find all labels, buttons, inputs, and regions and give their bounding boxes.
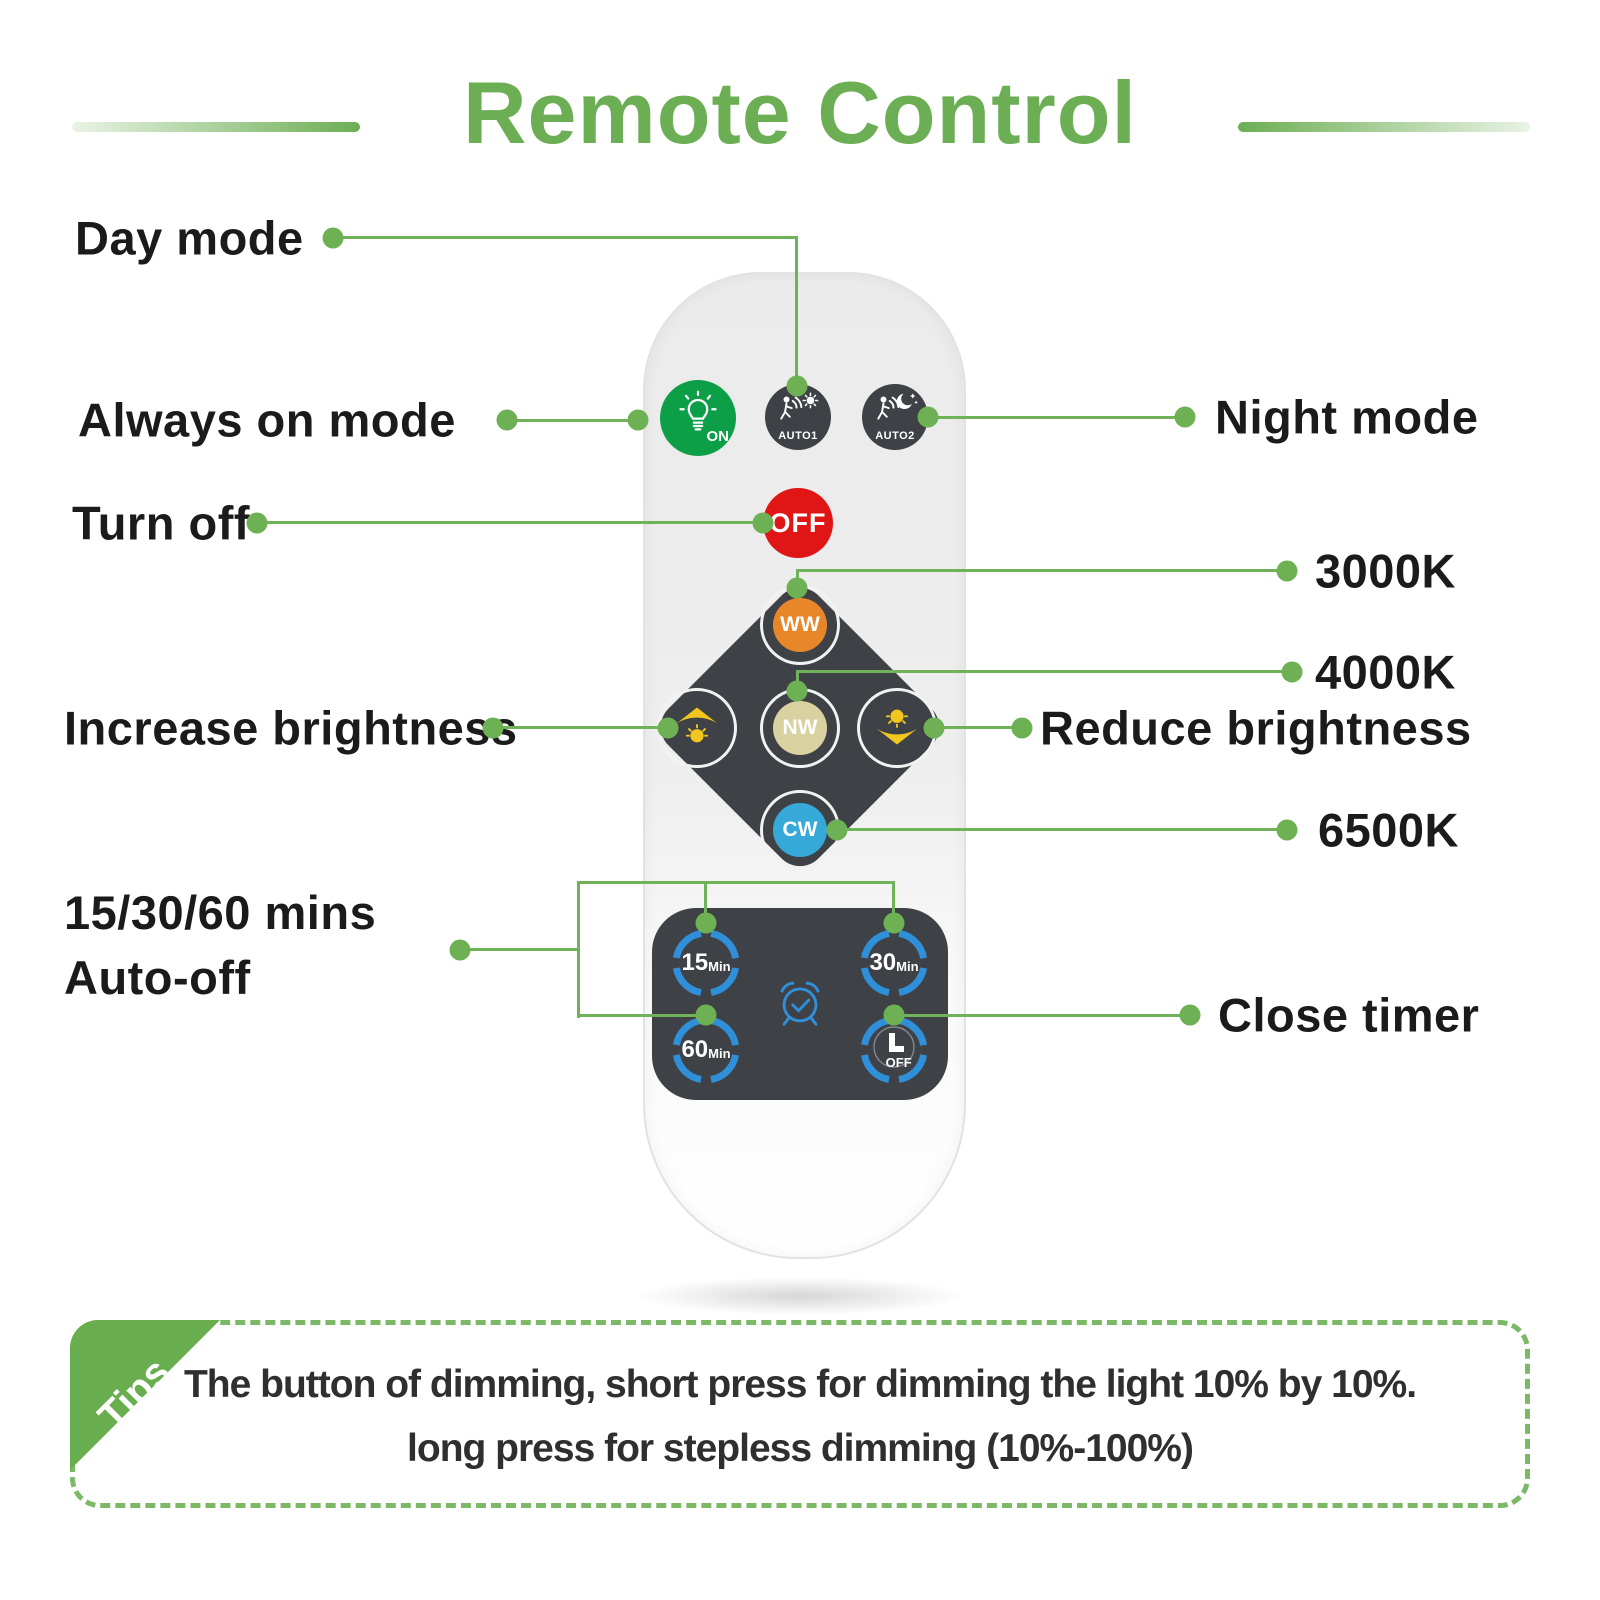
label-always-on-mode: Always on mode — [78, 393, 456, 447]
auto-off-connector-line — [460, 948, 578, 951]
auto-off-connector-dot — [883, 912, 905, 934]
auto-off-connector-line — [577, 883, 580, 1018]
label-3000k: 3000K — [1315, 544, 1456, 598]
auto2-button-label: AUTO2 — [875, 430, 915, 442]
cool-cct-connector-dot — [1276, 819, 1298, 841]
title-rule-left — [72, 122, 360, 132]
label-close-timer: Close timer — [1218, 988, 1480, 1042]
label-reduce-brightness: Reduce brightness — [1040, 701, 1472, 755]
day-mode-connector-dot — [322, 227, 344, 249]
warm-white-button[interactable]: WW — [760, 585, 840, 665]
warm-cct-connector-dot — [786, 577, 808, 599]
brightness-up-icon — [667, 696, 727, 761]
always-on-connector-dot — [627, 409, 649, 431]
day-mode-connector-line — [333, 236, 797, 239]
label-increase-brightness: Increase brightness — [64, 701, 518, 755]
auto-off-connector-line — [892, 883, 895, 923]
timer-30-value: 30 — [869, 949, 897, 976]
increase-brightness-connector-line — [493, 726, 668, 729]
night-mode-connector-dot — [917, 406, 939, 428]
remote-shadow — [628, 1276, 972, 1316]
label-turn-off: Turn off — [72, 496, 251, 550]
close-timer-connector-line — [894, 1014, 1190, 1017]
turn-off-connector-dot — [246, 512, 268, 534]
cool-white-button[interactable]: CW — [760, 790, 840, 870]
label-day-mode: Day mode — [75, 211, 304, 265]
auto1-button-label: AUTO1 — [778, 430, 818, 442]
lightbulb-icon — [674, 388, 722, 441]
reduce-brightness-connector-dot — [1011, 717, 1033, 739]
warm-cct-connector-dot — [1276, 560, 1298, 582]
motion-sensor-sun-icon — [775, 391, 821, 436]
cool-cct-connector-dot — [826, 819, 848, 841]
always-on-connector-dot — [496, 409, 518, 431]
timer-60-unit: Min — [708, 1045, 731, 1061]
motion-sensor-moon-icon — [872, 391, 918, 436]
title-rule-right — [1238, 122, 1530, 132]
timer-15-unit: Min — [708, 958, 731, 974]
always-on-button[interactable]: ON — [660, 380, 736, 456]
neutral-cct-connector-dot — [786, 680, 808, 702]
neutral-white-button[interactable]: NW — [760, 688, 840, 768]
auto-off-connector-line — [577, 881, 895, 884]
label-auto-off: 15/30/60 mins Auto-off — [64, 881, 376, 1011]
auto-off-connector-line — [577, 1014, 706, 1017]
night-mode-connector-dot — [1174, 406, 1196, 428]
timer-off-button[interactable]: OFF — [857, 1013, 931, 1087]
night-mode-connector-line — [928, 416, 1185, 419]
ww-button-label: WW — [773, 598, 827, 652]
cw-button-label: CW — [773, 803, 827, 857]
auto-off-connector-dot — [695, 1004, 717, 1026]
on-button-label: ON — [706, 428, 730, 445]
neutral-cct-connector-dot — [1281, 661, 1303, 683]
label-6500k: 6500K — [1318, 803, 1459, 857]
label-4000k: 4000K — [1315, 645, 1456, 699]
auto-off-connector-line — [704, 883, 707, 923]
timer-60-value: 60 — [681, 1036, 709, 1063]
day-mode-connector-line — [795, 236, 798, 384]
turn-off-connector-dot — [752, 512, 774, 534]
timer-15-value: 15 — [681, 949, 709, 976]
reduce-brightness-connector-dot — [923, 717, 945, 739]
brightness-down-icon — [867, 696, 927, 761]
close-timer-connector-dot — [883, 1004, 905, 1026]
timer-30-unit: Min — [896, 958, 919, 974]
increase-brightness-connector-dot — [482, 717, 504, 739]
label-auto-off-line1: 15/30/60 mins — [64, 886, 377, 940]
tips-text-line1: The button of dimming, short press for d… — [183, 1363, 1417, 1406]
label-auto-off-line2: Auto-off — [64, 951, 251, 1004]
tips-text-line2: long press for stepless dimming (10%-100… — [407, 1427, 1194, 1470]
page-title: Remote Control — [463, 63, 1137, 162]
close-timer-connector-dot — [1179, 1004, 1201, 1026]
auto-off-connector-dot — [449, 939, 471, 961]
reduce-brightness-connector-line — [934, 726, 1022, 729]
cool-cct-connector-line — [837, 828, 1287, 831]
timer-panel — [652, 908, 948, 1100]
warm-cct-connector-line — [796, 569, 1287, 572]
label-night-mode: Night mode — [1215, 390, 1479, 444]
turn-off-connector-line — [257, 521, 763, 524]
alarm-clock-icon — [769, 973, 831, 1036]
tips-box — [70, 1320, 1530, 1508]
neutral-cct-connector-line — [796, 670, 1292, 673]
timer-off-icon — [889, 1033, 904, 1052]
nw-button-label: NW — [773, 701, 827, 755]
day-mode-connector-dot — [786, 375, 808, 397]
auto-off-connector-dot — [695, 912, 717, 934]
increase-brightness-connector-dot — [657, 717, 679, 739]
timer-off-label: OFF — [885, 1055, 912, 1070]
night-mode-auto2-button[interactable]: AUTO2 — [862, 384, 928, 450]
always-on-connector-line — [507, 419, 638, 422]
off-button[interactable]: OFF — [763, 488, 833, 558]
